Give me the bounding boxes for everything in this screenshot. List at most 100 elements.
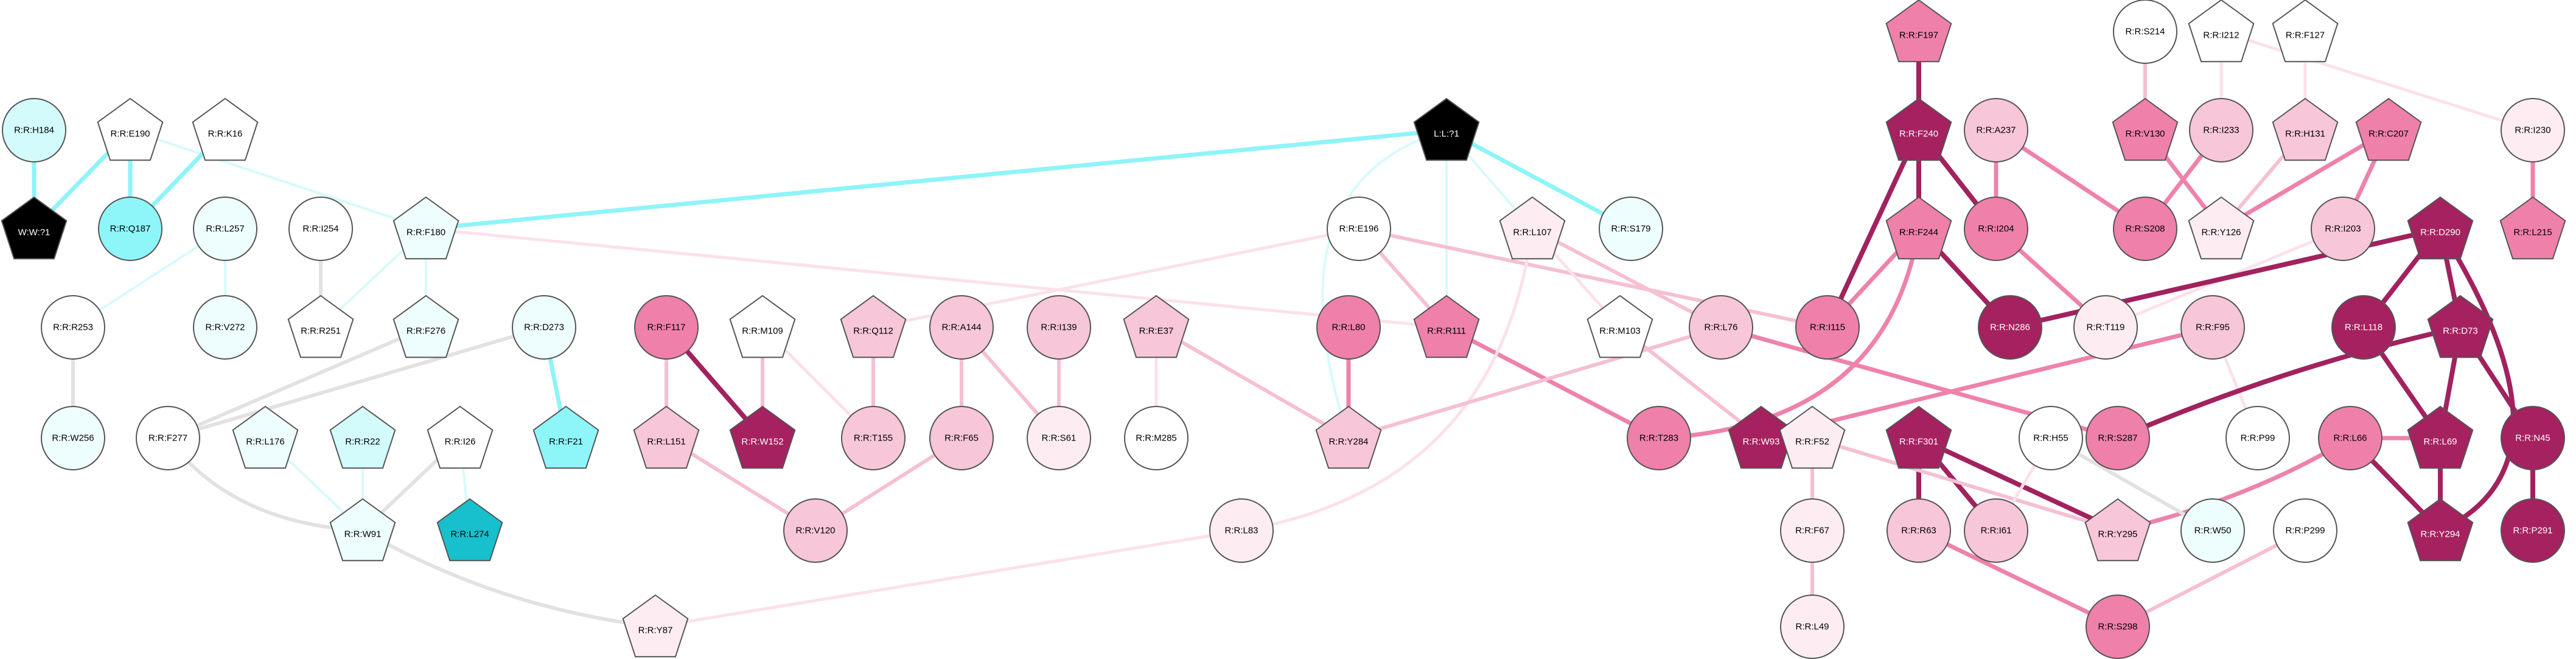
- node-r-r-h131[interactable]: R:R:H131: [2272, 97, 2339, 161]
- node-r-r-s179[interactable]: R:R:S179: [1599, 197, 1663, 261]
- node-r-r-f197[interactable]: R:R:F197: [1885, 0, 1952, 63]
- node-r-r-v272[interactable]: R:R:V272: [193, 295, 257, 360]
- node-r-r-q187[interactable]: R:R:Q187: [98, 197, 162, 261]
- node-r-r-f65[interactable]: R:R:F65: [929, 406, 994, 470]
- node-r-r-d73[interactable]: R:R:D73: [2427, 295, 2494, 358]
- node-label: R:R:F244: [1899, 228, 1938, 238]
- node-r-r-t119[interactable]: R:R:T119: [2073, 295, 2138, 360]
- node-r-r-d273[interactable]: R:R:D273: [512, 295, 576, 360]
- node-w-w-1[interactable]: W:W:?1: [1, 196, 68, 260]
- node-r-r-w256[interactable]: R:R:W256: [41, 406, 105, 470]
- node-r-r-l118[interactable]: R:R:L118: [2331, 295, 2396, 360]
- node-r-r-s214[interactable]: R:R:S214: [2113, 0, 2177, 64]
- node-r-r-l83[interactable]: R:R:L83: [1209, 498, 1274, 563]
- node-r-r-l274[interactable]: R:R:L274: [436, 498, 503, 562]
- node-r-r-f127[interactable]: R:R:F127: [2272, 0, 2339, 63]
- node-r-r-l49[interactable]: R:R:L49: [1780, 594, 1845, 659]
- node-r-r-s287[interactable]: R:R:S287: [2086, 406, 2150, 470]
- node-r-r-p291[interactable]: R:R:P291: [2501, 498, 2565, 563]
- node-r-r-e37[interactable]: R:R:E37: [1123, 295, 1190, 358]
- node-r-r-k16[interactable]: R:R:K16: [192, 97, 259, 161]
- node-r-r-f117[interactable]: R:R:F117: [634, 295, 699, 360]
- node-r-r-y284[interactable]: R:R:Y284: [1315, 405, 1382, 469]
- node-r-r-i61[interactable]: R:R:I61: [1964, 498, 2028, 563]
- node-r-r-l257[interactable]: R:R:L257: [193, 197, 257, 261]
- node-r-r-v130[interactable]: R:R:V130: [2112, 97, 2179, 161]
- node-r-r-f52[interactable]: R:R:F52: [1779, 405, 1846, 469]
- node-r-r-c207[interactable]: R:R:C207: [2355, 97, 2422, 161]
- node-r-r-l107[interactable]: R:R:L107: [1499, 196, 1566, 260]
- node-r-r-s298[interactable]: R:R:S298: [2086, 594, 2150, 659]
- node-pentagon: [622, 594, 689, 658]
- node-label: R:R:I115: [1810, 323, 1845, 333]
- node-r-r-m103[interactable]: R:R:M103: [1586, 295, 1653, 358]
- node-r-r-d290[interactable]: R:R:D290: [2407, 196, 2474, 260]
- node-r-r-y295[interactable]: R:R:Y295: [2084, 498, 2151, 562]
- node-pentagon: [192, 97, 259, 161]
- node-r-r-i233[interactable]: R:R:I233: [2189, 98, 2253, 162]
- edge-r-r-i212-to-r-r-i230: [2219, 30, 2535, 132]
- node-r-r-f277[interactable]: R:R:F277: [136, 406, 200, 470]
- node-r-r-y294[interactable]: R:R:Y294: [2407, 498, 2474, 562]
- node-r-r-l66[interactable]: R:R:L66: [2318, 406, 2382, 470]
- node-r-r-t155[interactable]: R:R:T155: [841, 406, 906, 470]
- node-r-r-a144[interactable]: R:R:A144: [929, 295, 994, 360]
- node-pentagon: [2407, 498, 2474, 562]
- node-r-r-n45[interactable]: R:R:N45: [2501, 406, 2565, 470]
- node-r-r-s208[interactable]: R:R:S208: [2113, 197, 2177, 261]
- node-r-r-r22[interactable]: R:R:R22: [329, 405, 396, 469]
- node-r-r-n286[interactable]: R:R:N286: [1978, 295, 2042, 360]
- node-r-r-m109[interactable]: R:R:M109: [729, 295, 796, 358]
- node-r-r-m285[interactable]: R:R:M285: [1124, 406, 1189, 470]
- node-r-r-h184[interactable]: R:R:H184: [2, 98, 66, 162]
- node-pentagon: [1586, 295, 1653, 358]
- node-r-r-f95[interactable]: R:R:F95: [2180, 295, 2245, 360]
- node-r-r-w152[interactable]: R:R:W152: [729, 405, 796, 469]
- node-label: R:R:Q187: [110, 224, 151, 234]
- node-r-r-t283[interactable]: R:R:T283: [1627, 406, 1691, 470]
- node-r-r-y87[interactable]: R:R:Y87: [622, 594, 689, 658]
- node-r-r-e196[interactable]: R:R:E196: [1327, 197, 1391, 261]
- node-r-r-i203[interactable]: R:R:I203: [2311, 197, 2375, 261]
- node-r-r-p299[interactable]: R:R:P299: [2273, 498, 2337, 563]
- node-r-r-r111[interactable]: R:R:R111: [1413, 295, 1480, 358]
- node-r-r-w93[interactable]: R:R:W93: [1728, 405, 1795, 469]
- node-r-r-f240[interactable]: R:R:F240: [1885, 97, 1952, 161]
- node-r-r-l215[interactable]: R:R:L215: [2499, 196, 2566, 260]
- node-r-r-h55[interactable]: R:R:H55: [2019, 406, 2083, 470]
- node-r-r-i212[interactable]: R:R:I212: [2188, 0, 2255, 63]
- node-r-r-r63[interactable]: R:R:R63: [1887, 498, 1951, 563]
- node-r-r-l69[interactable]: R:R:L69: [2407, 405, 2474, 469]
- node-r-r-i230[interactable]: R:R:I230: [2501, 98, 2565, 162]
- node-r-r-i204[interactable]: R:R:I204: [1964, 197, 2028, 261]
- node-r-r-f67[interactable]: R:R:F67: [1780, 498, 1845, 563]
- node-r-r-w50[interactable]: R:R:W50: [2180, 498, 2245, 563]
- node-r-r-v120[interactable]: R:R:V120: [783, 498, 848, 563]
- node-r-r-f276[interactable]: R:R:F276: [393, 295, 459, 358]
- node-r-r-i26[interactable]: R:R:I26: [427, 405, 494, 469]
- node-r-r-l80[interactable]: R:R:L80: [1316, 295, 1381, 360]
- node-r-r-i139[interactable]: R:R:I139: [1027, 295, 1091, 360]
- node-r-r-f301[interactable]: R:R:F301: [1885, 405, 1952, 469]
- node-r-r-f244[interactable]: R:R:F244: [1885, 196, 1952, 260]
- node-r-r-s61[interactable]: R:R:S61: [1027, 406, 1091, 470]
- node-circle: [2318, 406, 2382, 470]
- node-r-r-p99[interactable]: R:R:P99: [2225, 406, 2290, 470]
- node-r-r-e190[interactable]: R:R:E190: [97, 97, 164, 161]
- node-r-r-l76[interactable]: R:R:L76: [1689, 295, 1753, 360]
- node-r-r-l151[interactable]: R:R:L151: [633, 405, 700, 469]
- node-r-r-l176[interactable]: R:R:L176: [232, 405, 299, 469]
- node-l-l-1[interactable]: L:L:?1: [1413, 97, 1480, 161]
- node-r-r-i254[interactable]: R:R:I254: [288, 197, 353, 261]
- node-r-r-q112[interactable]: R:R:Q112: [840, 295, 907, 358]
- node-circle: [634, 295, 699, 360]
- node-r-r-f180[interactable]: R:R:F180: [393, 196, 459, 260]
- node-r-r-r253[interactable]: R:R:R253: [41, 295, 105, 360]
- node-r-r-a237[interactable]: R:R:A237: [1964, 98, 2028, 162]
- node-pentagon: [1885, 0, 1952, 63]
- node-r-r-r251[interactable]: R:R:R251: [287, 295, 354, 358]
- node-r-r-f21[interactable]: R:R:F21: [532, 405, 599, 469]
- node-r-r-w91[interactable]: R:R:W91: [329, 498, 396, 562]
- node-r-r-y126[interactable]: R:R:Y126: [2188, 196, 2255, 260]
- node-r-r-i115[interactable]: R:R:I115: [1795, 295, 1860, 360]
